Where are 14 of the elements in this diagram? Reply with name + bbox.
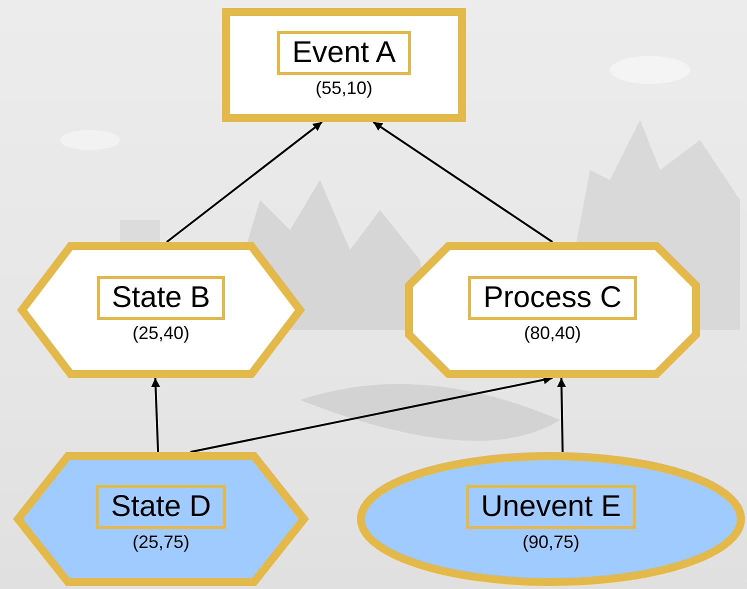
node-title: Unevent E	[466, 485, 636, 529]
arrow	[151, 378, 160, 452]
coordinate-label: (90,75)	[522, 531, 580, 553]
arrow	[372, 121, 554, 243]
coordinate-label: (25,75)	[132, 531, 190, 553]
arrow	[166, 121, 323, 243]
node-title: Process C	[468, 276, 637, 320]
node-title: Event A	[277, 31, 411, 75]
node-title: State D	[96, 485, 226, 529]
coordinate-label: (80,40)	[524, 322, 582, 344]
node-title: State B	[96, 276, 226, 320]
coordinate-label: (55,10)	[315, 77, 373, 99]
coordinate-label: (25,40)	[132, 322, 190, 344]
arrow	[557, 378, 566, 452]
